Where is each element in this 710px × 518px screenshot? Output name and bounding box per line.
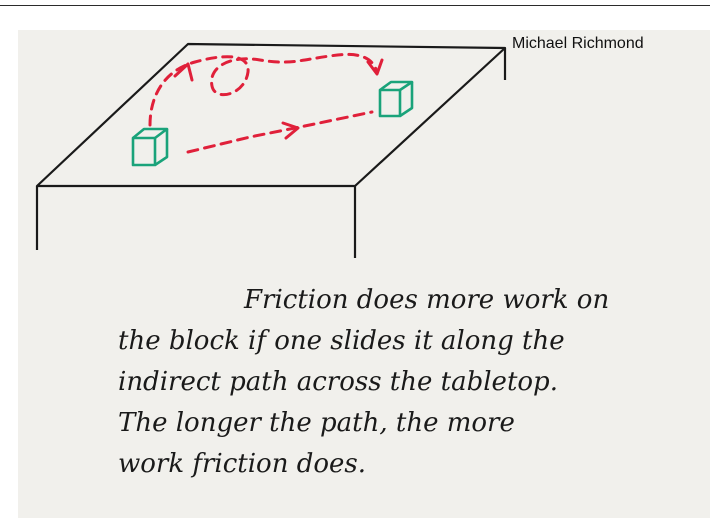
top-divider — [0, 5, 710, 6]
caption-line: Friction does more work on — [244, 285, 610, 315]
block-start — [131, 127, 169, 167]
sketch-panel — [18, 30, 710, 518]
caption-line: work friction does. — [118, 449, 367, 479]
caption: Friction does more work on the block if … — [118, 280, 708, 485]
tabletop — [35, 42, 507, 188]
caption-line: The longer the path, the more — [118, 408, 515, 438]
caption-line: indirect path across the tabletop. — [118, 367, 558, 397]
indirect-path-arrowhead-start — [173, 62, 194, 82]
block-end — [378, 80, 414, 118]
indirect-path-arrowhead-end — [366, 58, 384, 76]
direct-path-arrowhead — [281, 121, 300, 140]
author-credit: Michael Richmond — [512, 35, 644, 52]
indirect-path-arrow — [148, 52, 379, 127]
direct-path-arrow — [186, 110, 374, 154]
caption-line: the block if one slides it along the — [118, 326, 565, 356]
